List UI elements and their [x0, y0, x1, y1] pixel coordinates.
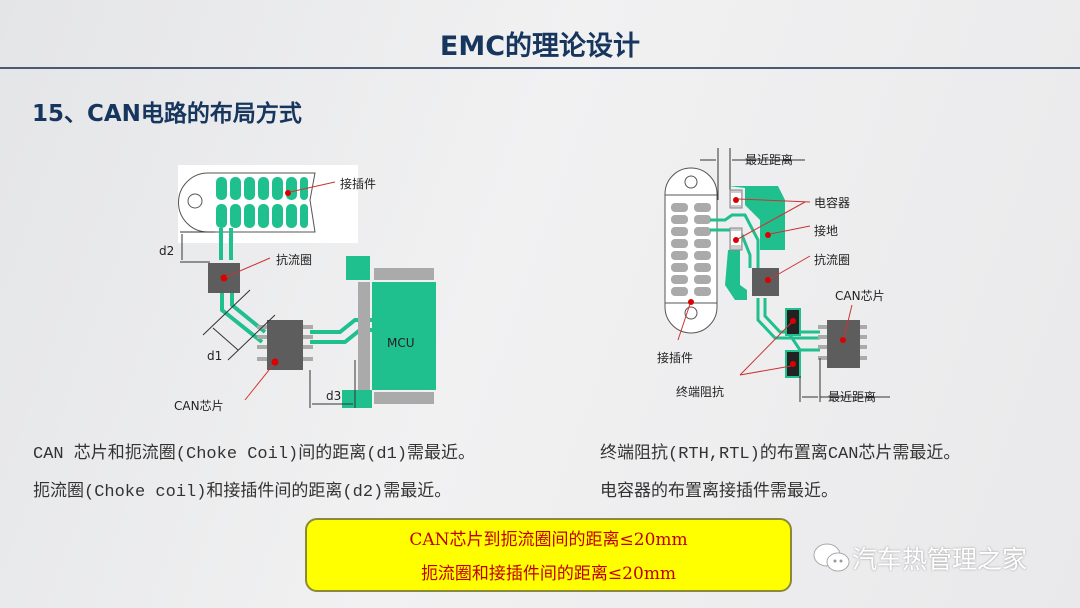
right-text-line: 终端阻抗(RTH,RTL)的布置离CAN芯片需最近。: [600, 445, 961, 464]
label-nearest-top: 最近距离: [745, 152, 793, 167]
label-choke-right: 抗流圈: [814, 252, 850, 267]
right-description: 终端阻抗(RTH,RTL)的布置离CAN芯片需最近。 电容器的布置离接插件需最近…: [600, 436, 960, 512]
label-d2: d2: [159, 244, 174, 258]
label-choke: 抗流圈: [276, 252, 312, 267]
label-connector: 接插件: [340, 176, 376, 191]
wechat-icon: [813, 543, 850, 572]
label-ground: 接地: [814, 223, 838, 238]
slide-header-title: EMC的理论设计: [439, 31, 641, 62]
label-capacitor: 电容器: [814, 195, 850, 210]
highlight-line: 扼流圈和接插件间的距离≤20mm: [420, 564, 677, 584]
highlight-box: CAN芯片到扼流圈间的距离≤20mm 扼流圈和接插件间的距离≤20mm: [305, 518, 792, 592]
watermark-text: 汽车热管理之家: [852, 545, 1028, 574]
label-can-chip-right: CAN芯片: [835, 289, 885, 303]
left-layout-diagram: 接插件 抗流圈 d2 CAN芯片 d1 MCU d3: [159, 165, 436, 413]
right-text-line: 电容器的布置离接插件需最近。: [600, 483, 838, 502]
label-termination: 终端阻抗: [676, 384, 724, 399]
left-description: CAN 芯片和扼流圈(Choke Coil)间的距离(d1)需最近。 扼流圈(C…: [33, 436, 475, 512]
label-mcu: MCU: [387, 336, 415, 350]
can-chip-component: [827, 320, 860, 368]
left-text-line: 扼流圈(Choke coil)和接插件间的距离(d2)需最近。: [33, 483, 452, 502]
label-connector-right: 接插件: [657, 350, 693, 365]
label-can-chip: CAN芯片: [174, 399, 224, 413]
mcu-component: [372, 282, 436, 390]
label-d1: d1: [207, 349, 222, 363]
left-text-line: CAN 芯片和扼流圈(Choke Coil)间的距离(d1)需最近。: [33, 445, 476, 464]
label-d3: d3: [326, 389, 341, 403]
section-title: 15、CAN电路的布局方式: [32, 101, 302, 127]
header-divider: [0, 67, 1080, 69]
right-layout-diagram: 最近距离 电容器 接地 抗流圈 终端阻抗 CAN芯片 最近距离 接插件: [657, 148, 890, 404]
choke-component: [752, 268, 779, 296]
label-nearest-bottom: 最近距离: [828, 389, 876, 404]
highlight-line: CAN芯片到扼流圈间的距离≤20mm: [409, 530, 688, 550]
watermark: 汽车热管理之家: [812, 540, 1027, 576]
